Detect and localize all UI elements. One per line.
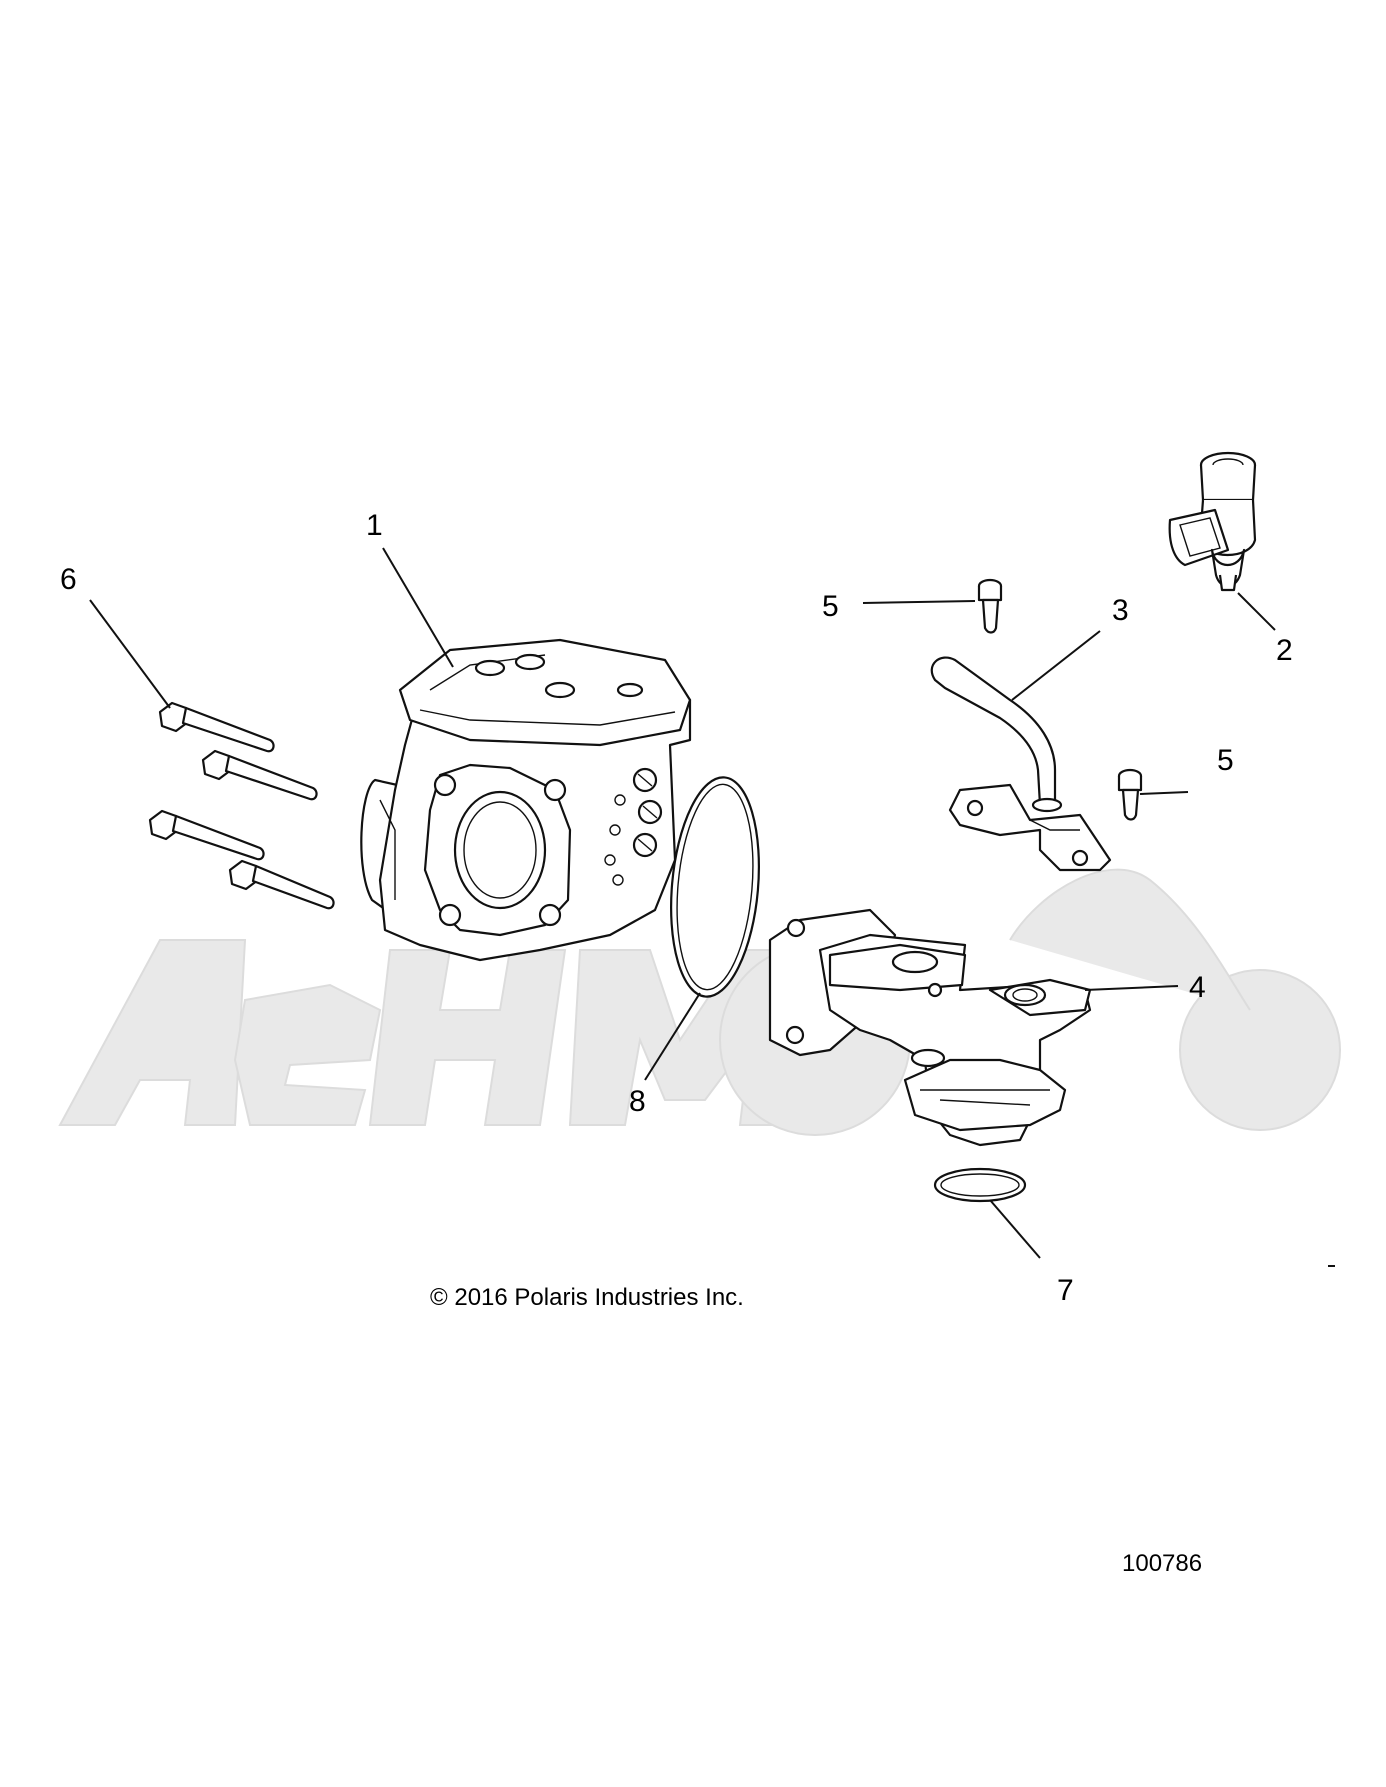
fuel-rail [930, 656, 1112, 872]
copyright-text: © 2016 Polaris Industries Inc. [430, 1284, 744, 1311]
bolts [148, 701, 335, 910]
callout-5-top: 5 [822, 590, 839, 623]
callout-7: 7 [1057, 1274, 1074, 1307]
callout-5-right: 5 [1217, 744, 1234, 777]
screws [977, 578, 1143, 821]
intake-manifold [768, 908, 1092, 1147]
o-ring-small [933, 1167, 1027, 1203]
callout-6: 6 [60, 563, 77, 596]
callout-2: 2 [1276, 634, 1293, 667]
figure-number: 100786 [1122, 1550, 1203, 1577]
callout-1: 1 [366, 509, 383, 542]
callout-4: 4 [1189, 971, 1206, 1004]
throttle-body [360, 638, 692, 962]
fuel-injector [1168, 451, 1257, 592]
callout-3: 3 [1112, 594, 1129, 627]
o-ring-large [670, 776, 760, 998]
callout-8: 8 [629, 1085, 646, 1118]
leader-lines [89, 547, 1276, 1259]
